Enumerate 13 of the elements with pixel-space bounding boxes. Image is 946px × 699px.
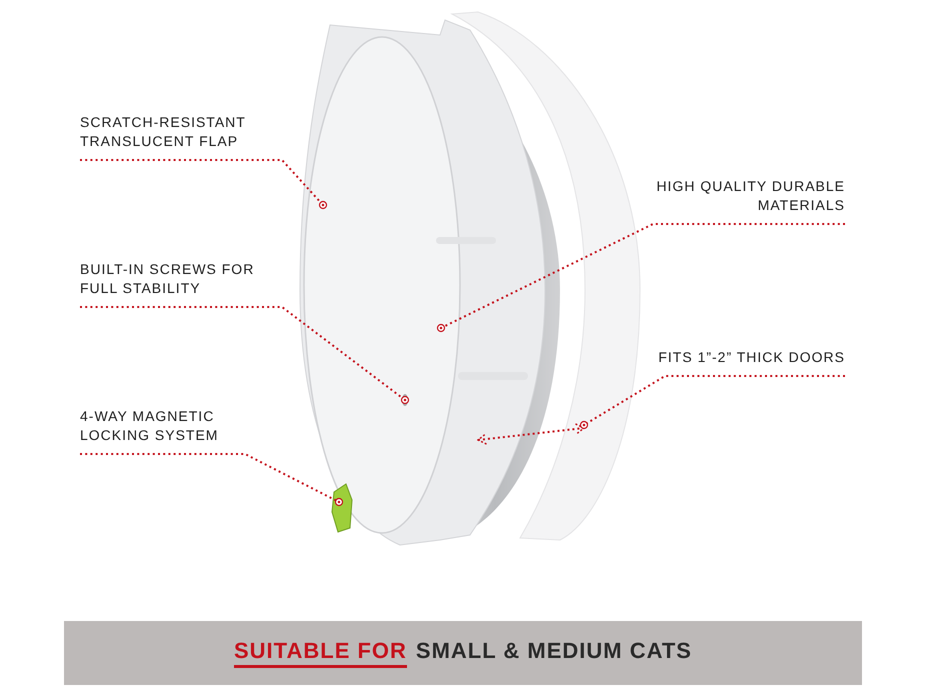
banner xyxy=(64,621,862,685)
leader-line xyxy=(580,375,845,430)
leader-line xyxy=(436,223,845,332)
callout-label: FITS 1”-2” THICK DOORS xyxy=(657,348,845,367)
leader-line xyxy=(80,453,344,506)
leader-line xyxy=(80,159,328,210)
callout-label: HIGH QUALITY DURABLE MATERIALS xyxy=(655,177,845,215)
banner-text: SMALL & MEDIUM CATS xyxy=(416,638,692,665)
callout-label: BUILT-IN SCREWS FOR FULL STABILITY xyxy=(80,260,256,298)
highlight-text: SUITABLE FOR xyxy=(234,638,407,668)
callout-label: SCRATCH-RESISTANT TRANSLUCENT FLAP xyxy=(80,113,247,151)
leader-line xyxy=(80,306,410,404)
callout-label: 4-WAY MAGNETIC LOCKING SYSTEM xyxy=(80,407,220,445)
